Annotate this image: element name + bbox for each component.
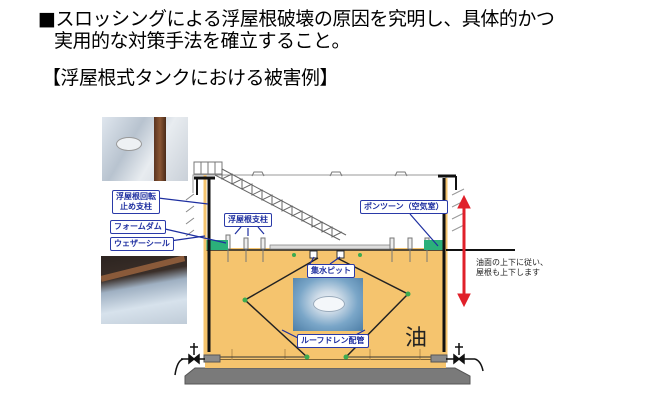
label-roof-drain: ルーフドレン配管 <box>297 334 369 348</box>
label-weather-seal: ウェザーシール <box>110 237 174 251</box>
heading-line-1: ■スロッシングによる浮屋根破壊の原因を究明し、具体的かつ <box>38 8 555 30</box>
slide-subheading: 【浮屋根式タンクにおける被害例】 <box>42 67 339 89</box>
label-pontoon: ポンツーン（空気室） <box>360 200 448 214</box>
label-roof-support: 浮屋根支柱 <box>224 213 272 227</box>
photo-sump-pit <box>293 278 363 331</box>
photo-rotation-stopper-damage <box>102 117 188 181</box>
label-foam-dam: フォームダム <box>110 220 166 234</box>
heading-line-2: 実用的な対策手法を確立すること。 <box>54 30 351 52</box>
label-rotation-stopper: 浮屋根回転 止め支柱 <box>112 190 160 214</box>
label-rotation-stopper-line2: 止め支柱 <box>120 202 152 211</box>
rolling-ladder <box>214 168 347 241</box>
level-arrow <box>457 194 471 308</box>
label-sump-pit: 集水ピット <box>307 264 355 278</box>
slide-heading: ■スロッシングによる浮屋根破壊の原因を究明し、具体的かつ 実用的な対策手法を確立… <box>38 8 555 52</box>
level-note: 油面の上下に従い、 屋根も上下します <box>476 258 548 278</box>
pontoon-right <box>424 240 444 250</box>
label-oil: 油 <box>405 326 428 351</box>
level-note-line1: 油面の上下に従い、 <box>476 258 548 267</box>
photo-weather-seal-damage <box>101 256 187 324</box>
pontoon-left <box>206 240 228 250</box>
level-note-line2: 屋根も上下します <box>476 268 540 277</box>
label-rotation-stopper-line1: 浮屋根回転 <box>116 192 156 201</box>
